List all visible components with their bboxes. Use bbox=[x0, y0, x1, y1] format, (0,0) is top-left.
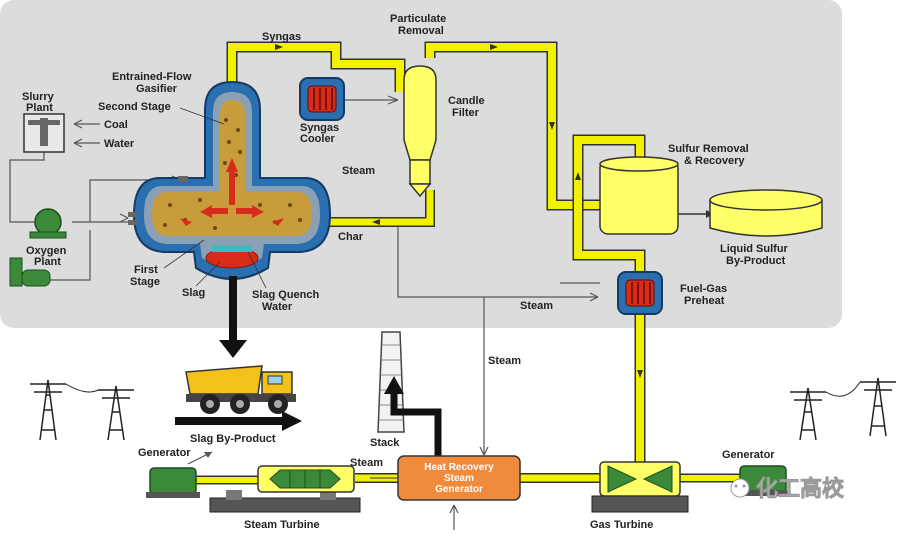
transmission-towers-left bbox=[30, 379, 134, 441]
heat-recovery-steam-generator bbox=[397, 455, 521, 501]
label-steam-3: Steam bbox=[488, 355, 521, 367]
fuel-gas-preheat bbox=[617, 271, 663, 315]
label-generator-right: Generator bbox=[722, 449, 775, 461]
slurry-plant bbox=[23, 113, 65, 153]
label-first-stage-2: Stage bbox=[130, 276, 160, 288]
label-second-stage: Second Stage bbox=[98, 101, 171, 113]
slag-byproduct-arrow bbox=[175, 411, 302, 431]
sulfur-removal-vessel bbox=[599, 156, 714, 235]
label-slag-quench-water-1: Slag Quench bbox=[252, 289, 320, 301]
label-steam-turbine: Steam Turbine bbox=[244, 519, 320, 531]
label-particulate-removal-1: Particulate bbox=[390, 13, 446, 25]
liquid-sulfur-tank bbox=[709, 189, 823, 237]
transmission-towers-right bbox=[790, 377, 896, 441]
candle-filter bbox=[403, 65, 437, 198]
slag-arrow bbox=[219, 276, 247, 358]
label-liquid-sulfur-2: By-Product bbox=[726, 255, 786, 267]
label-water: Water bbox=[104, 138, 135, 150]
syngas-cooler bbox=[299, 77, 345, 121]
slag-truck-icon bbox=[185, 365, 296, 414]
exhaust-to-stack-arrow bbox=[384, 376, 442, 456]
watermark: 化工高校 bbox=[730, 476, 845, 502]
label-steam-2: Steam bbox=[520, 300, 553, 312]
label-candle-filter-2: Filter bbox=[452, 107, 480, 119]
label-sulfur-removal-2: & Recovery bbox=[684, 155, 745, 167]
label-stack: Stack bbox=[370, 437, 400, 449]
label-gas-turbine: Gas Turbine bbox=[590, 519, 653, 531]
oxygen-plant bbox=[9, 208, 67, 287]
label-oxygen-plant-2: Plant bbox=[34, 256, 61, 268]
gas-turbine bbox=[591, 461, 689, 513]
label-liquid-sulfur-1: Liquid Sulfur bbox=[720, 243, 789, 255]
label-hrsg-3: Generator bbox=[435, 484, 483, 495]
label-gasifier-2: Gasifier bbox=[136, 83, 178, 95]
label-slag: Slag bbox=[182, 287, 205, 299]
watermark-text: 化工高校 bbox=[756, 476, 845, 502]
label-fuel-gas-preheat-2: Preheat bbox=[684, 295, 725, 307]
label-hrsg-1: Heat Recovery bbox=[424, 462, 494, 473]
label-syngas: Syngas bbox=[262, 31, 301, 43]
entrained-flow-gasifier bbox=[128, 80, 332, 280]
label-slag-quench-water-2: Water bbox=[262, 301, 293, 313]
generator-left bbox=[146, 451, 213, 498]
label-first-stage-1: First bbox=[134, 264, 158, 276]
label-steam-4: Steam bbox=[350, 457, 383, 469]
label-gasifier-1: Entrained-Flow bbox=[112, 71, 192, 83]
label-generator-left: Generator bbox=[138, 447, 191, 459]
steam-turbine bbox=[209, 465, 361, 513]
label-oxygen-plant-1: Oxygen bbox=[26, 245, 67, 257]
label-particulate-removal-2: Removal bbox=[398, 25, 444, 37]
label-coal: Coal bbox=[104, 119, 128, 131]
label-slurry-plant-2: Plant bbox=[26, 102, 53, 114]
label-slag-byproduct: Slag By-Product bbox=[190, 433, 276, 445]
label-char: Char bbox=[338, 231, 364, 243]
label-sulfur-removal-1: Sulfur Removal bbox=[668, 143, 749, 155]
flow-arrows bbox=[275, 44, 643, 378]
label-slurry-plant-1: Slurry bbox=[22, 91, 55, 103]
label-candle-filter-1: Candle bbox=[448, 95, 485, 107]
label-syngas-cooler-1: Syngas bbox=[300, 122, 339, 134]
label-hrsg-2: Steam bbox=[444, 473, 474, 484]
label-fuel-gas-preheat-1: Fuel-Gas bbox=[680, 283, 727, 295]
label-syngas-cooler-2: Cooler bbox=[300, 133, 336, 145]
label-steam-1: Steam bbox=[342, 165, 375, 177]
